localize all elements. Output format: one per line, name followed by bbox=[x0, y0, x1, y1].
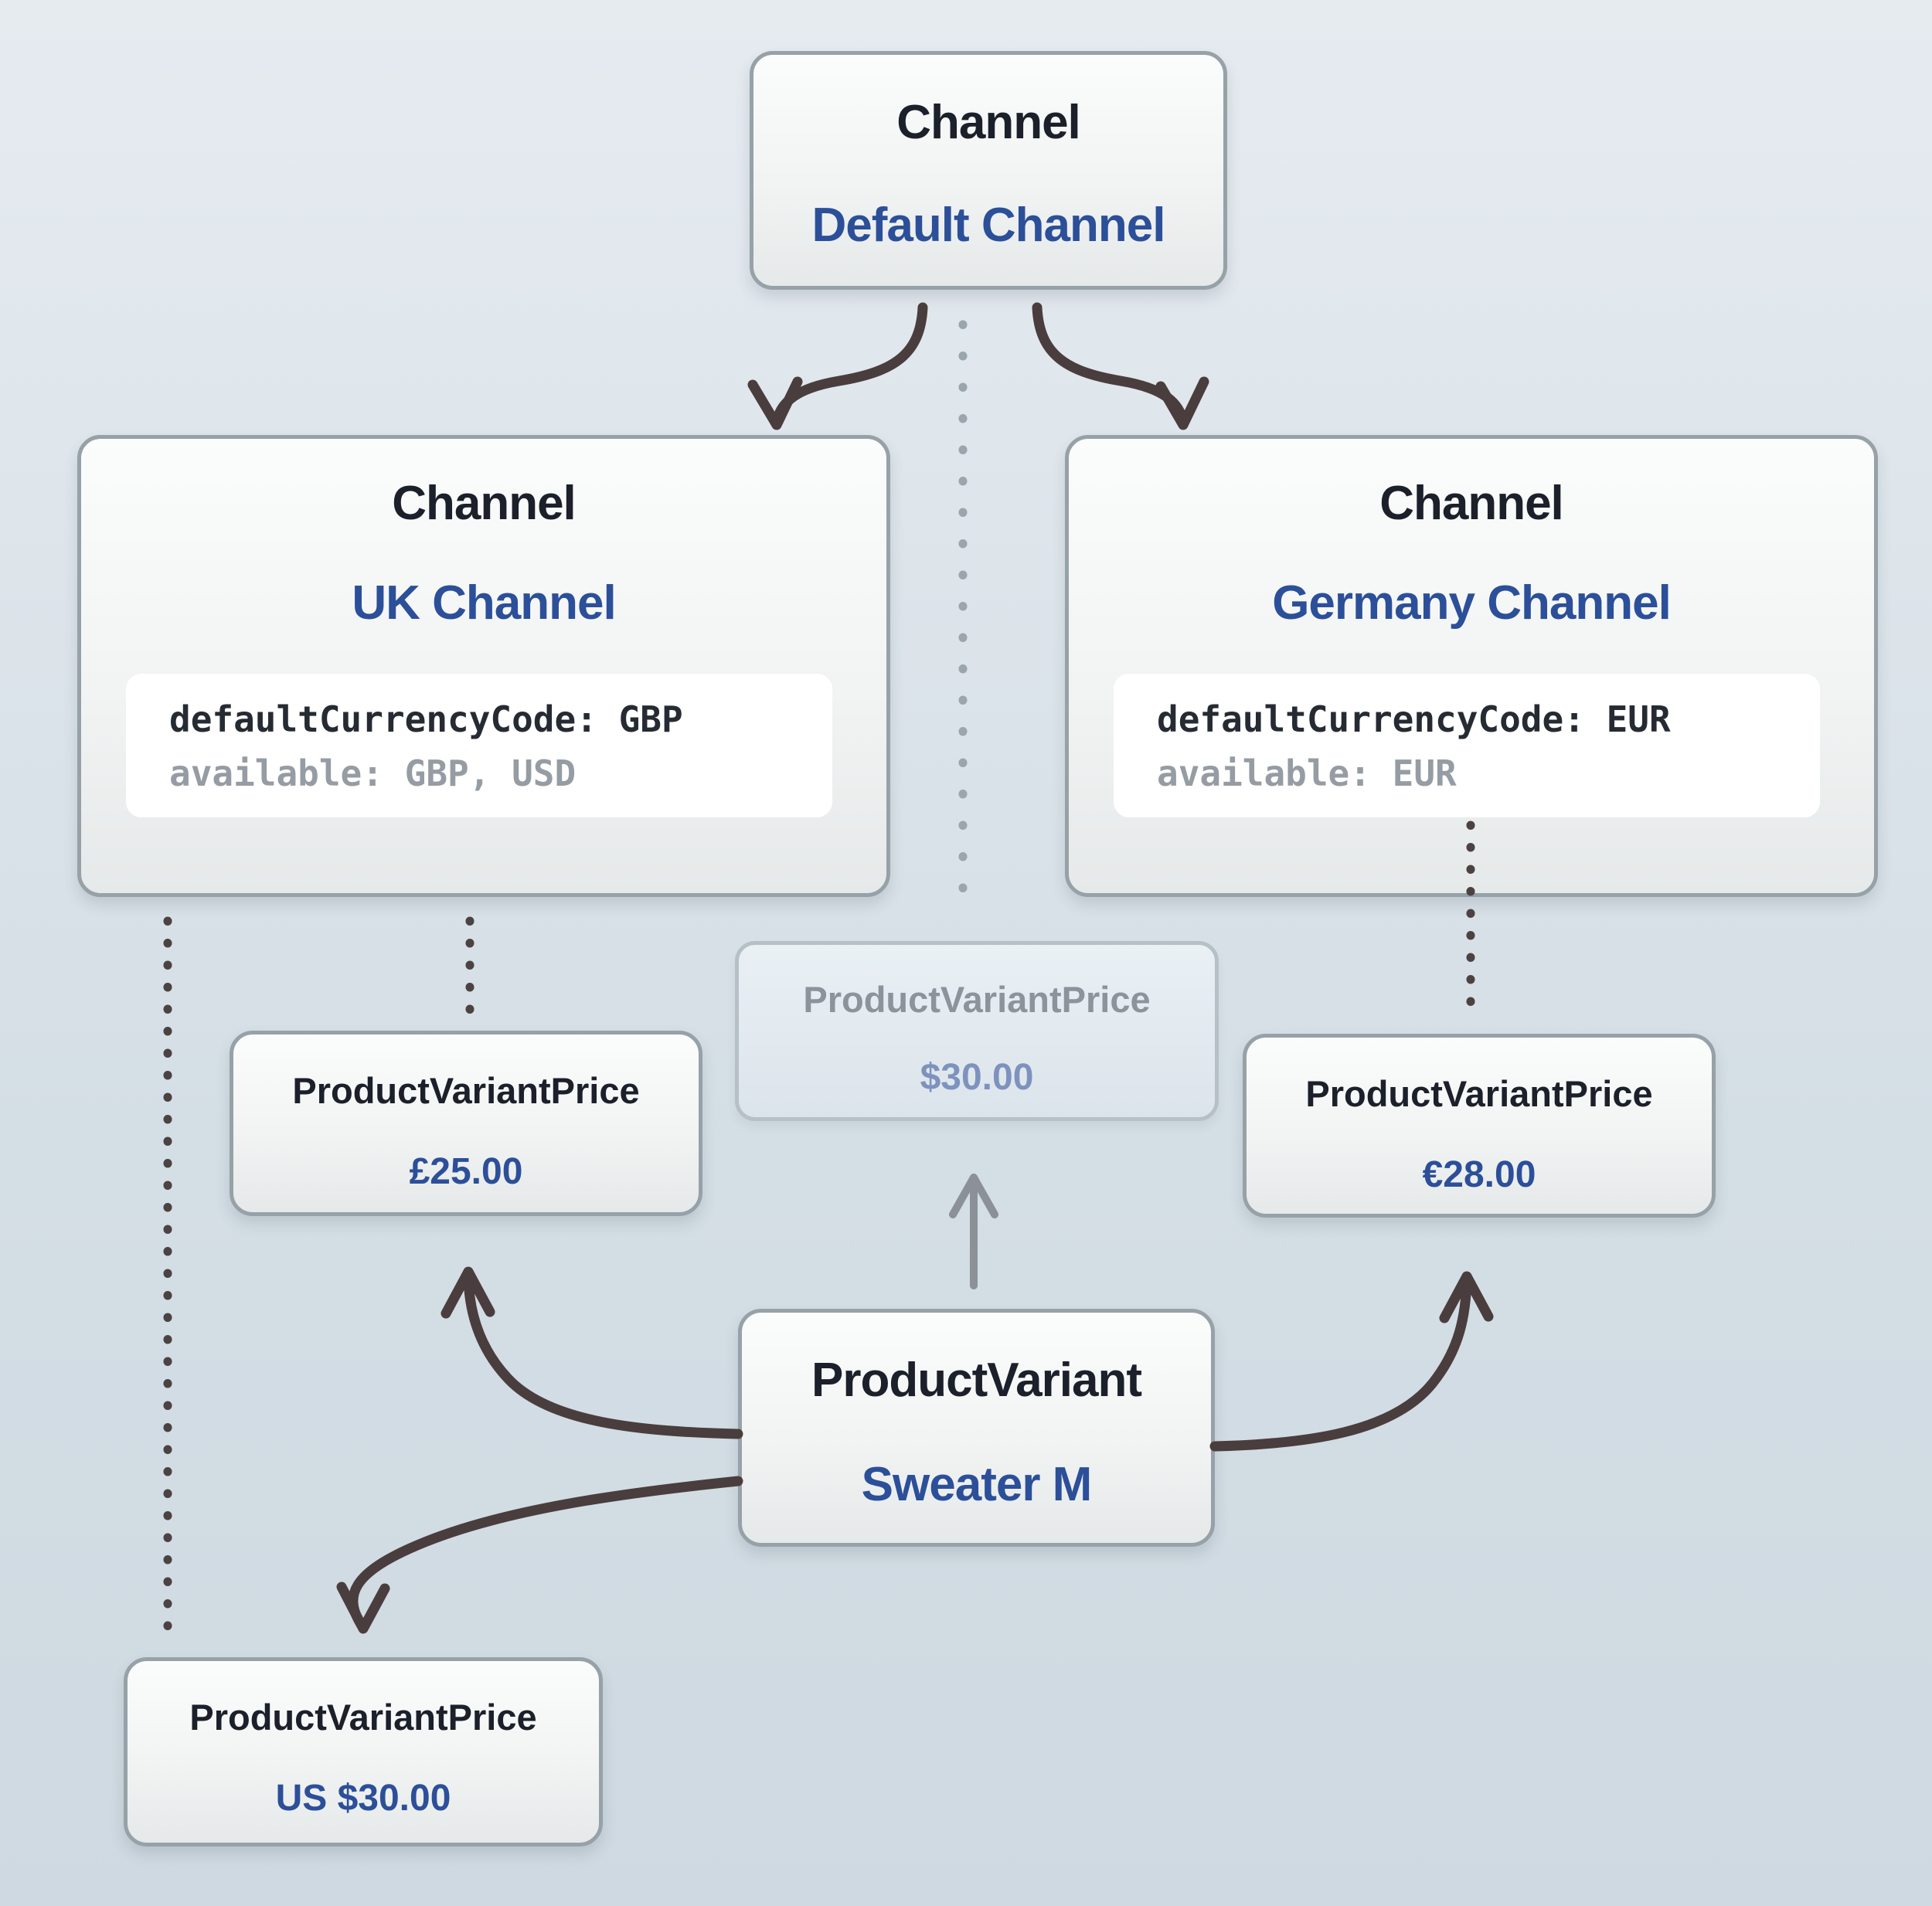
entity-type-label: ProductVariantPrice bbox=[189, 1697, 537, 1738]
entity-type-label: Channel bbox=[896, 96, 1081, 149]
entity-type-label: ProductVariantPrice bbox=[292, 1070, 640, 1111]
currency-code-block: defaultCurrencyCode: GBP available: GBP,… bbox=[126, 674, 832, 817]
available-currency-line: available: GBP, USD bbox=[169, 753, 577, 794]
germany-price-node: ProductVariantPrice €28.00 bbox=[1243, 1034, 1716, 1218]
arrow-default-to-germany-channel bbox=[1032, 302, 1209, 430]
entity-type-label: Channel bbox=[392, 477, 577, 530]
entity-type-label: Channel bbox=[1379, 477, 1564, 530]
price-value-label: €28.00 bbox=[1422, 1154, 1536, 1195]
arrow-variant-to-uk-price bbox=[440, 1266, 743, 1439]
record-name-label: Sweater M bbox=[861, 1458, 1093, 1511]
record-name-label: Default Channel bbox=[811, 199, 1166, 252]
arrowhead bbox=[440, 1266, 495, 1319]
arrowhead bbox=[1439, 1271, 1494, 1323]
us-price-node: ProductVariantPrice US $30.00 bbox=[124, 1657, 603, 1847]
uk-channel-node: Channel UK Channel defaultCurrencyCode: … bbox=[77, 435, 890, 897]
arrow-variant-to-germany-price bbox=[1209, 1271, 1494, 1452]
entity-type-label: ProductVariantPrice bbox=[803, 979, 1151, 1020]
arrowhead bbox=[1155, 376, 1209, 430]
default-currency-line: defaultCurrencyCode: GBP bbox=[169, 698, 683, 740]
arrowhead bbox=[336, 1582, 390, 1634]
germany-channel-node: Channel Germany Channel defaultCurrencyC… bbox=[1065, 435, 1878, 897]
arrow-default-to-uk-channel bbox=[747, 302, 928, 430]
default-currency-line: defaultCurrencyCode: EUR bbox=[1157, 698, 1671, 740]
price-value-label: US $30.00 bbox=[275, 1778, 451, 1819]
record-name-label: Germany Channel bbox=[1272, 576, 1672, 630]
available-currency-line: available: EUR bbox=[1157, 753, 1457, 794]
product-variant-node: ProductVariant Sweater M bbox=[738, 1309, 1215, 1547]
default-channel-price-node: ProductVariantPrice $30.00 bbox=[735, 941, 1219, 1121]
default-channel-node: Channel Default Channel bbox=[750, 51, 1227, 290]
currency-code-block: defaultCurrencyCode: EUR available: EUR bbox=[1114, 674, 1820, 817]
arrow-variant-to-default-price bbox=[949, 1174, 998, 1289]
arrowhead bbox=[747, 376, 803, 430]
record-name-label: UK Channel bbox=[352, 576, 616, 630]
price-value-label: £25.00 bbox=[409, 1151, 523, 1192]
price-value-label: $30.00 bbox=[920, 1057, 1034, 1098]
entity-type-label: ProductVariant bbox=[811, 1354, 1142, 1407]
arrow-variant-to-us-price bbox=[336, 1476, 743, 1634]
uk-price-node: ProductVariantPrice £25.00 bbox=[230, 1031, 702, 1216]
entity-type-label: ProductVariantPrice bbox=[1305, 1073, 1653, 1114]
arrowhead bbox=[949, 1174, 998, 1218]
